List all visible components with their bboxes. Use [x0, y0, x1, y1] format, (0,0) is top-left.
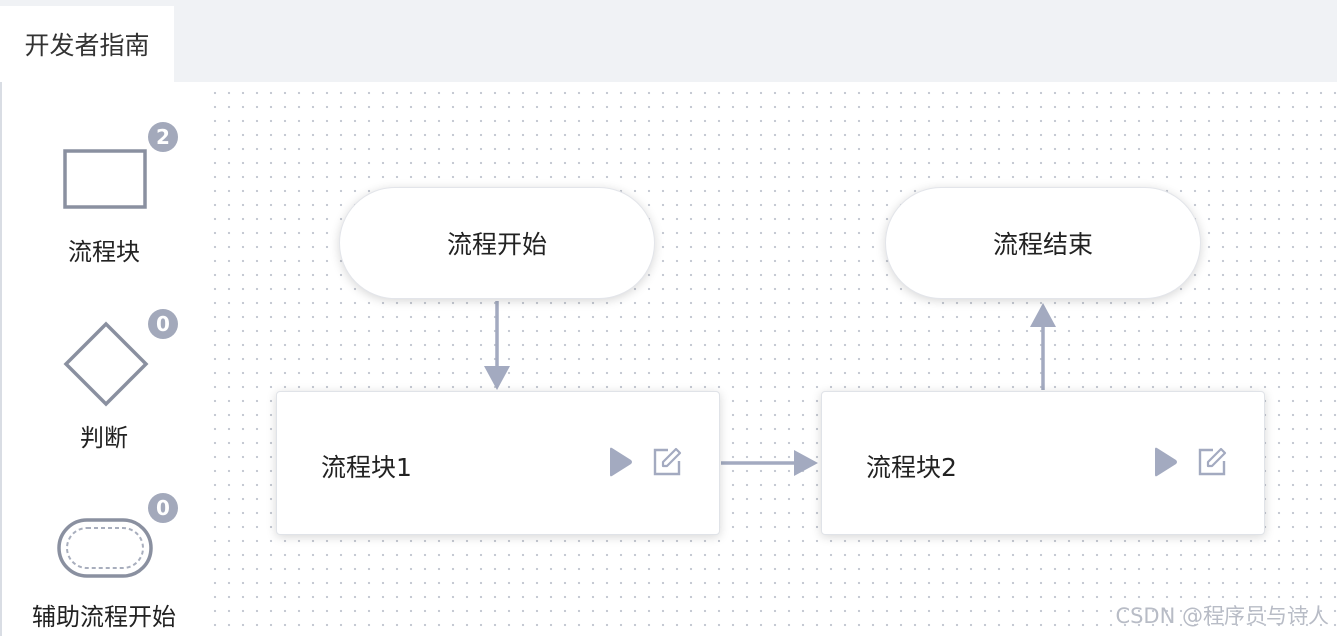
- palette-item-decision[interactable]: 0 判断: [2, 304, 206, 454]
- play-icon[interactable]: [607, 447, 633, 477]
- tab-developer-guide[interactable]: 开发者指南: [0, 6, 174, 82]
- flow-canvas[interactable]: [204, 82, 1337, 636]
- count-badge: 2: [148, 122, 178, 152]
- rectangle-shape-icon: [63, 149, 147, 209]
- node-label: 流程结束: [992, 230, 1093, 259]
- end-node[interactable]: 流程结束: [885, 187, 1201, 299]
- count-badge: 0: [148, 309, 178, 339]
- palette-item-label: 流程块: [68, 238, 140, 266]
- process-block-1[interactable]: 流程块1: [276, 391, 720, 535]
- play-icon[interactable]: [1152, 447, 1178, 477]
- top-bar: 开发者指南: [0, 0, 1337, 82]
- tab-label: 开发者指南: [24, 31, 150, 60]
- count-badge: 0: [148, 493, 178, 523]
- block-label: 流程块2: [866, 453, 957, 482]
- palette-item-sub-process-start[interactable]: 0 辅助流程开始: [2, 487, 206, 636]
- node-label: 流程开始: [446, 230, 547, 259]
- palette-item-label: 判断: [80, 424, 128, 452]
- edit-icon[interactable]: [652, 447, 682, 477]
- watermark: CSDN @程序员与诗人: [1115, 604, 1329, 628]
- diamond-shape-icon: [63, 321, 149, 407]
- rounded-pill-shape-icon: [57, 518, 153, 578]
- shape-palette: 2 流程块 0 判断 0 辅助流程开始: [0, 82, 204, 636]
- start-node[interactable]: 流程开始: [339, 187, 655, 299]
- process-block-2[interactable]: 流程块2: [821, 391, 1265, 535]
- palette-item-process-block[interactable]: 2 流程块: [2, 82, 206, 266]
- edit-icon[interactable]: [1197, 447, 1227, 477]
- block-label: 流程块1: [321, 453, 412, 482]
- palette-item-label: 辅助流程开始: [32, 603, 176, 631]
